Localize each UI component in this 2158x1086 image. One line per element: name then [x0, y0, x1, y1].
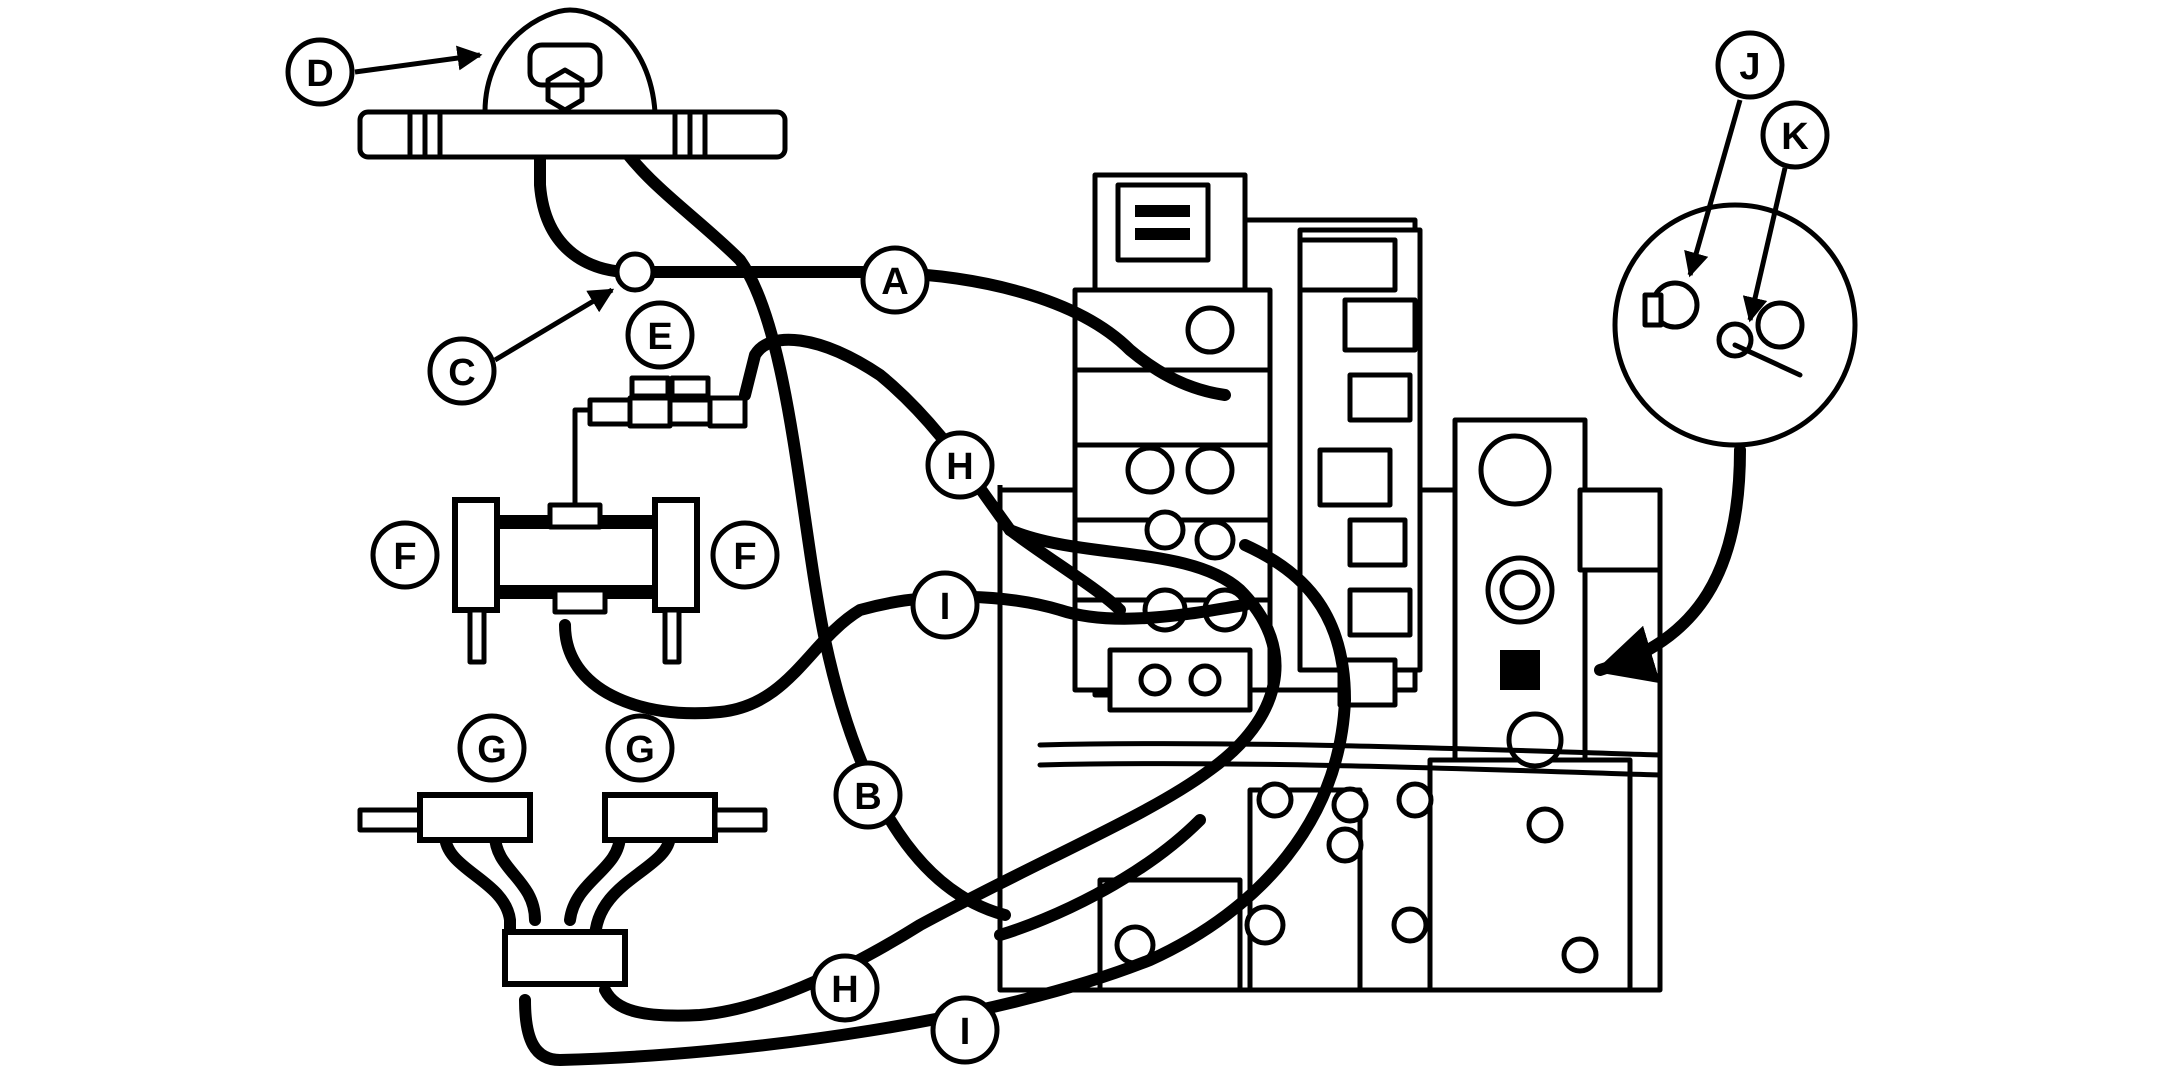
- callout-c-label: C: [448, 352, 475, 394]
- callout-a-label: A: [881, 261, 908, 303]
- callout-k-label: K: [1781, 116, 1809, 158]
- callout-e: E: [625, 300, 695, 370]
- callout-i-lower-label: I: [960, 1011, 971, 1053]
- callout-f-right-label: F: [733, 536, 756, 578]
- callout-g-right: G: [605, 713, 675, 783]
- callout-f-left: F: [370, 520, 440, 590]
- leader-lines: [354, 45, 1788, 525]
- callout-h-upper: H: [925, 430, 995, 500]
- callout-f-left-label: F: [393, 536, 416, 578]
- callout-d-label: D: [306, 53, 333, 95]
- callout-g-right-label: G: [625, 729, 655, 771]
- callout-b: B: [833, 760, 903, 830]
- callout-i-lower: I: [930, 995, 1000, 1065]
- callout-g-left: G: [457, 713, 527, 783]
- callout-a: A: [860, 245, 930, 315]
- callout-c: C: [427, 336, 497, 406]
- callout-h-lower-label: H: [831, 969, 858, 1011]
- callout-i-upper-label: I: [940, 586, 951, 628]
- engine-assembly: [997, 172, 1663, 993]
- callout-h-lower: H: [810, 953, 880, 1023]
- component-g-manifold: [357, 792, 768, 987]
- callout-k: K: [1760, 100, 1830, 170]
- callout-e-label: E: [647, 316, 672, 358]
- callout-h-upper-label: H: [946, 446, 973, 488]
- component-e-valves: [572, 375, 748, 508]
- callout-j-label: J: [1739, 46, 1760, 88]
- connector-inset: [1594, 202, 1858, 684]
- component-f-cylinder: [452, 497, 700, 665]
- component-c-junction: [614, 251, 656, 293]
- callout-j: J: [1715, 30, 1785, 100]
- callout-b-label: B: [854, 776, 881, 818]
- callout-g-left-label: G: [477, 729, 507, 771]
- callout-d: D: [285, 37, 355, 107]
- component-d-fitting: [357, 7, 788, 160]
- callout-i-upper: I: [910, 570, 980, 640]
- callout-f-right: F: [710, 520, 780, 590]
